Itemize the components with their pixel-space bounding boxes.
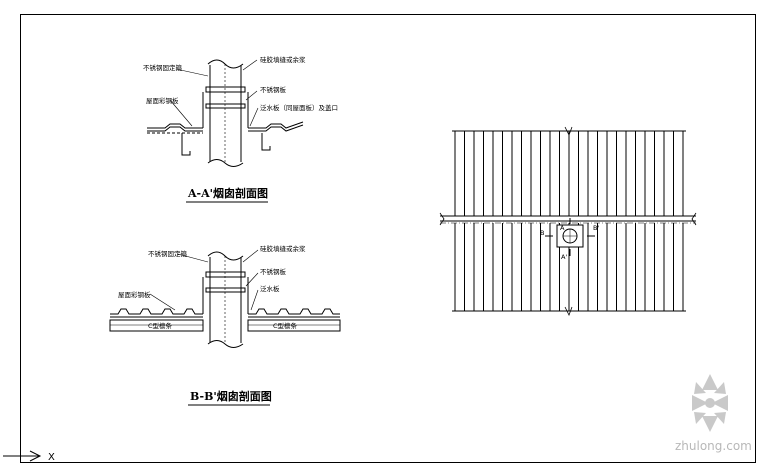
bb-label-roof-panel: 屋面彩钢板 xyxy=(118,290,151,299)
bb-label-steel-plate: 不锈钢板 xyxy=(260,267,287,276)
aa-label-steel-plate: 不锈钢板 xyxy=(260,85,287,94)
bb-label-purlin-right: C型檩条 xyxy=(273,321,298,330)
aa-label-roof-panel: 屋面彩钢板 xyxy=(146,96,179,105)
section-aa-title: A-A'烟囱剖面图 xyxy=(187,186,268,200)
plan-mark-a: A xyxy=(560,224,565,232)
section-aa-drawing xyxy=(147,59,304,167)
ucs-x-label: X xyxy=(48,452,55,463)
plan-mark-b: B xyxy=(540,229,544,237)
section-bb-title: B-B'烟囱剖面图 xyxy=(190,389,272,403)
bb-label-sealant: 硅胶填缝或余浆 xyxy=(260,244,306,253)
bb-label-flashing: 泛水板 xyxy=(260,284,280,293)
watermark-text: zhulong.com xyxy=(675,439,752,453)
roof-rib-lines xyxy=(454,131,684,311)
roof-plan xyxy=(439,126,697,316)
aa-label-collar: 不锈钢固定箍 xyxy=(143,63,183,72)
section-bb-drawing xyxy=(109,249,341,348)
watermark-logo xyxy=(692,374,728,432)
chimney-plan xyxy=(545,218,595,256)
plan-mark-b2: B' xyxy=(593,224,599,232)
drawing-border xyxy=(20,14,756,463)
bb-label-collar: 不锈钢固定箍 xyxy=(148,249,188,258)
aa-label-flashing: 泛水板（同屋面板）及盖口 xyxy=(260,103,338,112)
ucs-icon xyxy=(3,450,42,462)
aa-label-sealant: 硅胶填缝或余浆 xyxy=(260,55,306,64)
plan-mark-a2: A' xyxy=(561,253,567,261)
bb-label-purlin-left: C型檩条 xyxy=(148,321,173,330)
